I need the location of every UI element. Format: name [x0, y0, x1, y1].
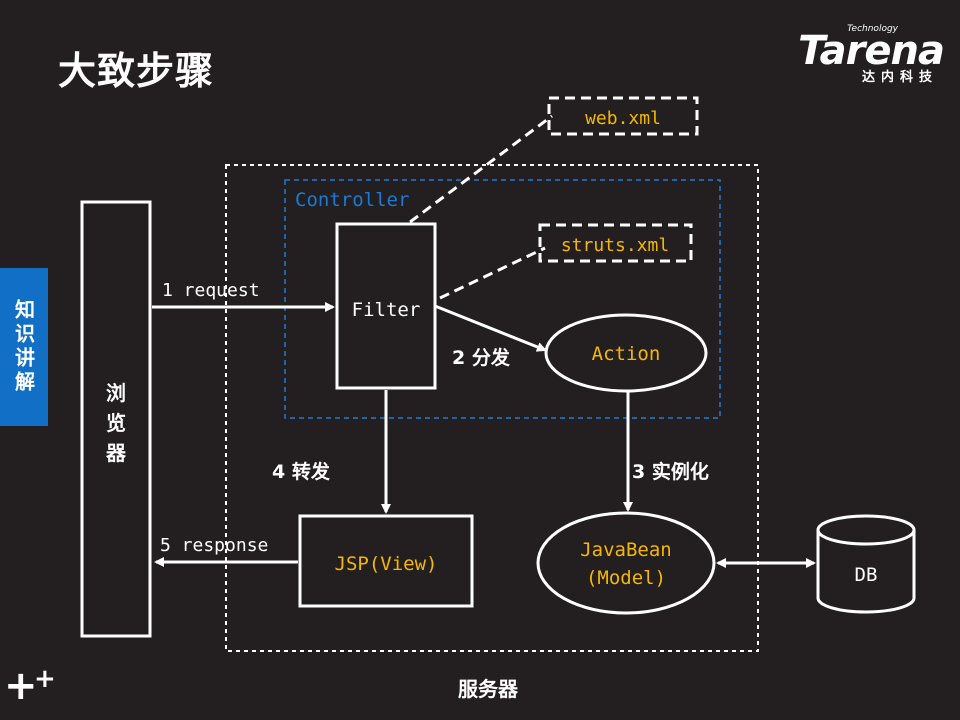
web-xml-label: web.xml — [585, 108, 661, 129]
filter-label: Filter — [352, 299, 421, 321]
browser-label-2: 览 — [106, 411, 126, 435]
javabean-label-line1: JavaBean — [580, 539, 672, 561]
controller-boundary — [284, 179, 721, 419]
server-label: 服务器 — [458, 677, 519, 701]
step2-label: 2 分发 — [452, 346, 511, 369]
step1-label: 1 request — [162, 280, 260, 301]
logo-subtitle: 达内科技 — [861, 70, 938, 85]
arrow-dispatch — [434, 304, 547, 352]
db-cylinder-body — [816, 530, 916, 614]
jsp-box — [298, 514, 474, 608]
plus-icon: + — [4, 663, 38, 709]
step5-label: 5 response — [160, 535, 268, 556]
logo-tagline: Technology — [847, 24, 898, 34]
web-xml-box — [547, 96, 699, 136]
browser-box — [80, 200, 152, 638]
db-label: DB — [855, 564, 878, 586]
server-boundary — [225, 164, 759, 652]
step3-label: 3 实例化 — [632, 460, 709, 483]
browser-label-3: 器 — [105, 441, 127, 465]
db-cylinder-top — [816, 514, 916, 546]
struts-xml-label: struts.xml — [561, 235, 669, 256]
side-tab-knowledge[interactable]: 知识讲解 — [0, 268, 48, 426]
jsp-label: JSP(View) — [335, 553, 438, 575]
action-node — [544, 313, 708, 393]
struts-xml-box — [538, 223, 693, 263]
logo-name: Tarena — [798, 28, 945, 74]
tarena-logo: Technology Tarena 达内科技 — [779, 24, 945, 86]
javabean-node — [536, 511, 716, 615]
step4-label: 4 转发 — [272, 460, 331, 483]
web-xml-link — [409, 114, 553, 224]
action-label: Action — [592, 343, 661, 365]
javabean-label-line2: (Model) — [586, 567, 666, 589]
browser-label-1: 浏 — [106, 381, 126, 405]
small-plus-icon: + — [34, 664, 56, 694]
struts-xml-link — [439, 246, 546, 300]
controller-label: Controller — [295, 189, 409, 211]
page-title: 大致步骤 — [58, 49, 215, 93]
